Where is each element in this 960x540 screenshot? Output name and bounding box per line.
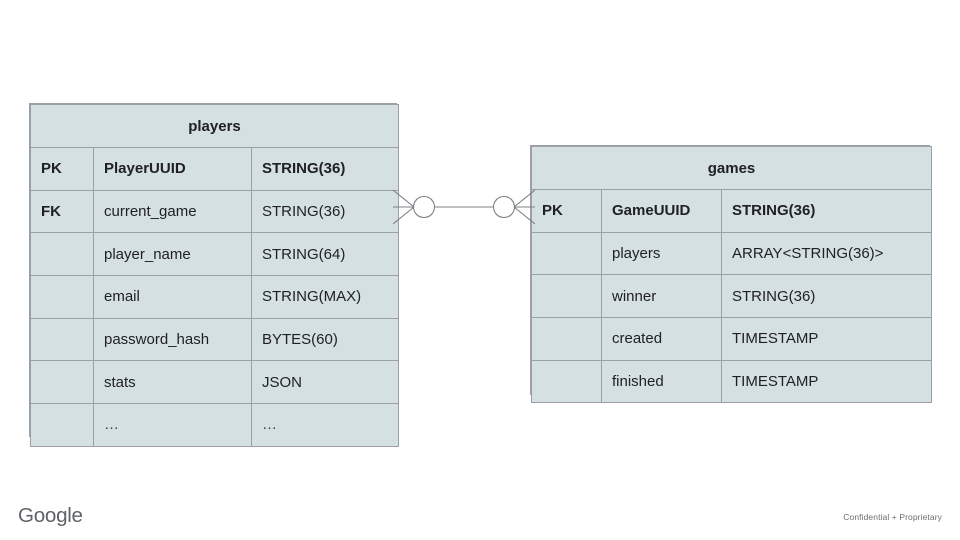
row-type: JSON [251, 360, 399, 405]
table-row[interactable]: player_name STRING(64) [30, 232, 399, 277]
row-field: stats [93, 360, 252, 405]
row-type: STRING(64) [251, 232, 399, 277]
table-row[interactable]: PK GameUUID STRING(36) [531, 189, 932, 233]
row-field: PlayerUUID [93, 147, 252, 191]
google-logo-text: Google [18, 504, 83, 527]
table-row[interactable]: players ARRAY<STRING(36)> [531, 231, 932, 276]
row-type: BYTES(60) [251, 317, 399, 362]
row-type: TIMESTAMP [721, 317, 932, 361]
entity-players-table: players PK PlayerUUID STRING(36) FK curr… [30, 104, 399, 447]
row-key [30, 232, 94, 277]
row-key [30, 360, 94, 405]
table-row[interactable]: FK current_game STRING(36) [30, 189, 399, 234]
relationship-connector-players-games[interactable] [393, 186, 535, 228]
zero-circle-right-icon [492, 195, 516, 219]
row-field: winner [601, 274, 722, 319]
crowsfoot-right-icon [513, 189, 535, 225]
row-key [531, 317, 602, 361]
table-row[interactable]: finished TIMESTAMP [531, 359, 932, 404]
entity-games[interactable]: games PK GameUUID STRING(36) players ARR… [530, 145, 932, 404]
row-key [30, 275, 94, 319]
row-key [30, 403, 94, 447]
row-key: FK [30, 189, 94, 234]
entity-title-row: games [531, 146, 932, 190]
row-type: STRING(36) [251, 189, 399, 234]
row-field: current_game [93, 189, 252, 234]
zero-circle-left-icon [412, 195, 436, 219]
row-field: password_hash [93, 317, 252, 362]
entity-games-table: games PK GameUUID STRING(36) players ARR… [531, 146, 932, 404]
entity-players[interactable]: players PK PlayerUUID STRING(36) FK curr… [29, 103, 399, 447]
table-row[interactable]: PK PlayerUUID STRING(36) [30, 147, 399, 191]
row-key [30, 317, 94, 362]
row-field: players [601, 231, 722, 276]
row-type: … [251, 403, 399, 447]
row-type: ARRAY<STRING(36)> [721, 231, 932, 276]
table-row[interactable]: stats JSON [30, 360, 399, 405]
row-field: … [93, 403, 252, 447]
row-key [531, 274, 602, 319]
table-row[interactable]: winner STRING(36) [531, 274, 932, 319]
table-row[interactable]: password_hash BYTES(60) [30, 317, 399, 362]
row-field: player_name [93, 232, 252, 277]
row-type: TIMESTAMP [721, 359, 932, 404]
row-type: STRING(MAX) [251, 275, 399, 319]
row-key [531, 231, 602, 276]
row-field: email [93, 275, 252, 319]
entity-players-title: players [30, 104, 399, 148]
entity-games-title: games [531, 146, 932, 190]
row-key: PK [531, 189, 602, 233]
row-type: STRING(36) [721, 189, 932, 233]
google-logo: Google [18, 504, 83, 527]
row-field: finished [601, 359, 722, 404]
entity-title-row: players [30, 104, 399, 148]
row-key: PK [30, 147, 94, 191]
table-row[interactable]: created TIMESTAMP [531, 317, 932, 361]
row-field: GameUUID [601, 189, 722, 233]
row-type: STRING(36) [721, 274, 932, 319]
table-row[interactable]: … … [30, 403, 399, 447]
row-type: STRING(36) [251, 147, 399, 191]
confidential-notice: Confidential + Proprietary [843, 512, 942, 522]
row-field: created [601, 317, 722, 361]
crowsfoot-left-icon [393, 189, 415, 225]
row-key [531, 359, 602, 404]
table-row[interactable]: email STRING(MAX) [30, 275, 399, 319]
